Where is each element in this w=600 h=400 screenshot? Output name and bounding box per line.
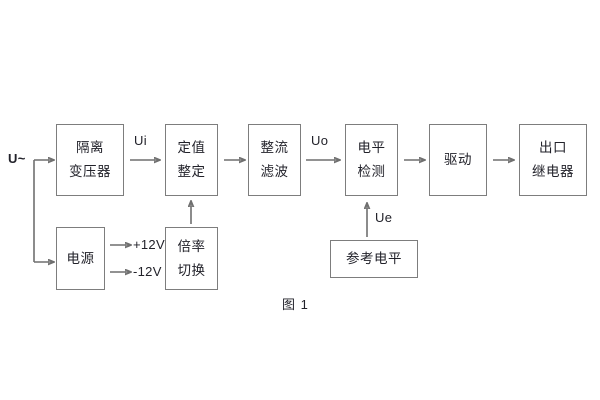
block-multiplier-switch-line1: 倍率 — [177, 238, 206, 254]
block-setpoint-adjust-line2: 整定 — [177, 164, 206, 179]
block-output-relay[interactable]: 出口 继电器 — [519, 124, 587, 196]
block-rectify-filter-line2: 滤波 — [260, 164, 289, 179]
block-rectify-filter-line1: 整流 — [260, 140, 289, 156]
block-reference-level[interactable]: 参考电平 — [330, 240, 418, 278]
block-isolation-transformer-line1: 隔离 — [76, 140, 104, 156]
block-setpoint-adjust[interactable]: 定值 整定 — [165, 124, 218, 196]
signal-label-ue: Ue — [375, 210, 393, 225]
block-setpoint-adjust-line1: 定值 — [177, 140, 206, 156]
input-label: U~ — [8, 151, 26, 166]
block-driver-line1: 驱动 — [444, 152, 472, 168]
block-rectify-filter[interactable]: 整流 滤波 — [248, 124, 301, 196]
block-power-supply[interactable]: 电源 — [56, 227, 105, 290]
block-multiplier-switch[interactable]: 倍率 切换 — [165, 227, 218, 290]
block-output-relay-line2: 继电器 — [532, 164, 574, 179]
block-level-detect-line1: 电平 — [357, 140, 386, 156]
figure-caption: 图 1 — [282, 297, 309, 312]
signal-label-uo: Uo — [311, 133, 329, 148]
block-multiplier-switch-line2: 切换 — [177, 262, 206, 278]
signal-label-ui: Ui — [134, 133, 147, 148]
signal-label-pos12v: +12V — [133, 237, 165, 252]
block-output-relay-line1: 出口 — [539, 140, 567, 156]
block-isolation-transformer-line2: 变压器 — [69, 164, 111, 179]
block-level-detect-line2: 检测 — [357, 164, 386, 179]
block-isolation-transformer[interactable]: 隔离 变压器 — [56, 124, 124, 196]
block-level-detect[interactable]: 电平 检测 — [345, 124, 398, 196]
signal-label-neg12v: -12V — [133, 264, 162, 279]
block-reference-level-line1: 参考电平 — [346, 251, 402, 267]
block-power-supply-line1: 电源 — [66, 250, 95, 266]
block-driver[interactable]: 驱动 — [429, 124, 487, 196]
